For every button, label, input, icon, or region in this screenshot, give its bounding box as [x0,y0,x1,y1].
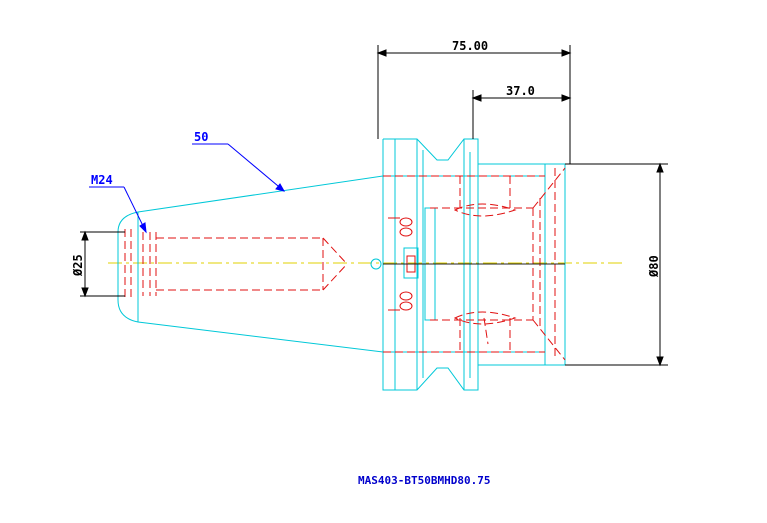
hidden-lines [124,167,566,361]
inner-diameter-label: Ø25 [71,254,85,277]
overall-length-label: 75.00 [452,39,488,53]
taper-size-leader [192,143,286,192]
thread-leader [89,186,147,234]
dimension-overall-length [376,45,572,164]
bore-depth-label: 37.0 [506,84,535,98]
part-number: MAS403-BT50BMHD80.75 [358,474,490,487]
thread-label: M24 [91,173,113,187]
outer-diameter-label: Ø80 [647,255,661,278]
taper-size-label: 50 [194,130,208,144]
dimension-bore-depth [471,90,572,139]
dimension-outer-diameter [565,162,668,367]
dimension-inner-diameter [80,230,125,298]
